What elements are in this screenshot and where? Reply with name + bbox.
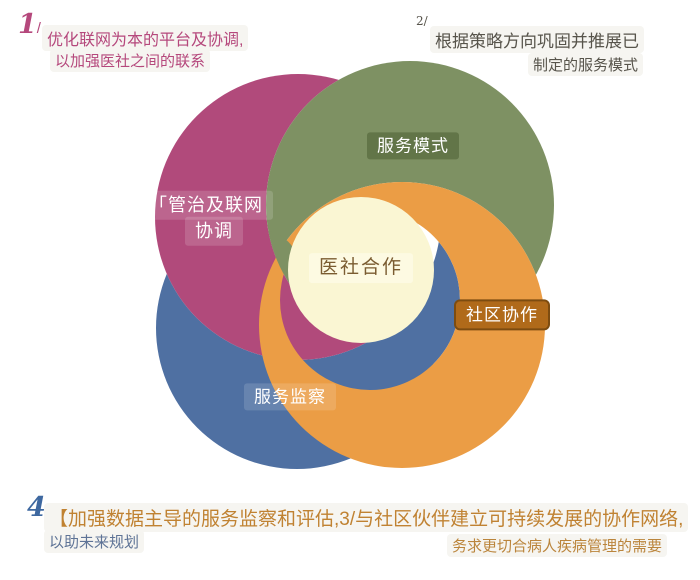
label-governance-line2: 协调 bbox=[185, 216, 243, 246]
label-service-model: 服务模式 bbox=[367, 132, 459, 160]
annotation-3-line2: 务求更切合病人疾病管理的需要 bbox=[447, 534, 668, 557]
annotation-4-3-line1: 【加强数据主导的服务监察和评估,3/与社区伙伴建立可持续发展的协作网络, bbox=[44, 503, 689, 532]
annotation-1-line1: 优化联网为本的平台及协调, bbox=[42, 25, 249, 51]
label-service-monitor: 服务监察 bbox=[244, 383, 336, 411]
annotation-2-line2: 制定的服务模式 bbox=[528, 53, 644, 76]
annotation-1-num-sep: / bbox=[36, 20, 41, 37]
label-center: 医社合作 bbox=[308, 253, 414, 283]
annotation-1-line2: 以加强医社之间的联系 bbox=[50, 49, 211, 72]
annotation-1-num-glyph: 1 bbox=[18, 9, 37, 40]
annotation-2-line1: 根据策略方向巩固并推展已 bbox=[430, 26, 644, 53]
petal-service-model-sliver bbox=[220, 230, 300, 310]
annotation-4-num-glyph: 4 bbox=[27, 492, 46, 523]
label-community: 社区协作 bbox=[454, 299, 550, 331]
annotation-1-number: 1/ bbox=[18, 11, 41, 38]
annotation-4-line2: 以助未来规划 bbox=[44, 530, 145, 553]
label-governance-line1: 「管治及联网 bbox=[139, 190, 273, 220]
annotation-2-number: 2/ bbox=[416, 14, 428, 28]
